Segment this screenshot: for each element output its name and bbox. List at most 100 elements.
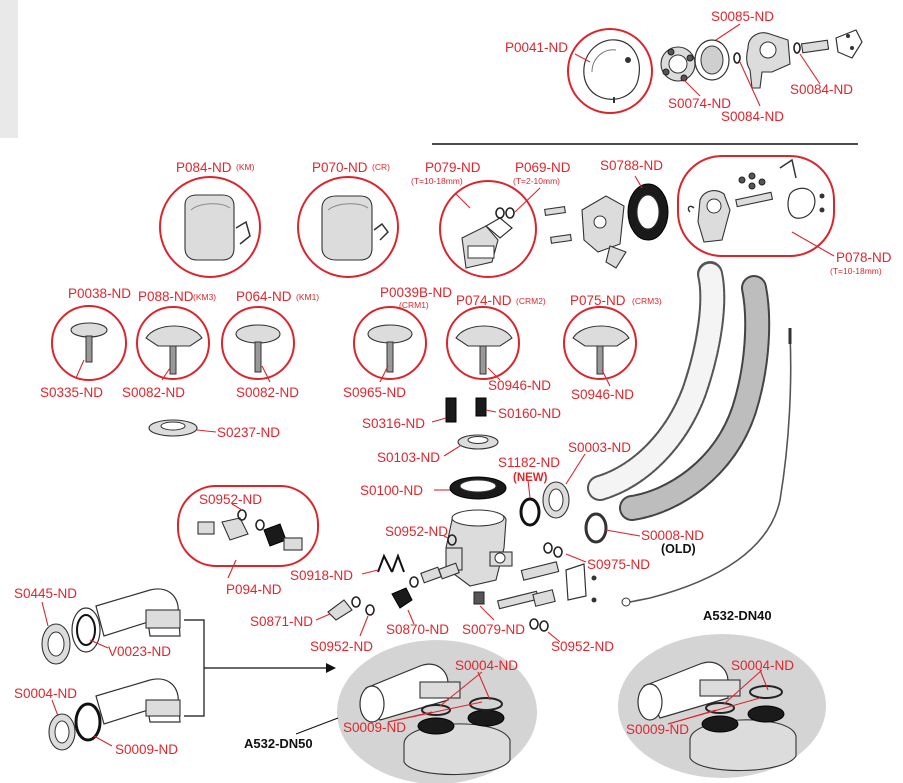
group-overflow-cover: P0041-ND S0085-ND S0074-ND S0084-ND S008… [505,9,863,124]
label-s0084-b: S0084-ND [790,82,853,97]
part-s0871 [327,599,353,621]
label-s0946-a: S0946-ND [488,378,551,393]
label-s0008: S0008-ND [641,528,704,543]
label-s0975: S0975-ND [587,557,650,572]
dn50-trap-base [403,723,511,776]
label-s0074: S0074-ND [668,96,731,111]
part-p078-body [697,190,731,243]
sidebar-panel [0,0,18,138]
part-overflow-body [746,32,791,89]
group-s0316-s0160: S0316-ND S0160-ND [362,397,561,431]
group-p074: P074-ND (CRM2) S0946-ND [446,293,551,393]
label-p074: P074-ND [456,293,512,308]
label-s0103: S0103-ND [377,450,440,465]
plug-p074 [455,325,513,347]
label-p075-sup: (CRM3) [632,296,662,306]
label-p074-sup: (CRM2) [516,296,546,306]
label-p088-sup: (KM3) [193,292,216,302]
group-p094: S0952-ND P094-ND [177,485,319,597]
label-p064: P064-ND [236,289,292,304]
group-right-parts: S0975-ND S0079-ND S0952-ND [462,542,650,654]
part-s0316 [445,397,457,423]
group-hoses [587,261,792,607]
group-s0103: S0103-ND [377,434,499,465]
ring-p074 [446,306,520,380]
cover-cap-shape [583,39,640,100]
group-connectors: S0870-ND S0871-ND S0952-ND [250,562,460,654]
part-s1182 [519,497,541,527]
label-s0237: S0237-ND [217,425,280,440]
group-a532-dn50: S0004-ND S0009-ND A532-DN50 [244,640,537,783]
part-s0918 [377,553,405,573]
bracket-arrow [184,619,336,717]
label-s0160: S0160-ND [498,406,561,421]
label-s0445: S0445-ND [14,586,77,601]
label-s0788: S0788-ND [600,158,663,173]
group-p0039b: P0039B-ND (CRM1) S0965-ND [343,285,452,400]
ring-p070 [297,176,399,278]
label-p079: P079-ND [425,160,481,175]
label-s0004-right: S0004-ND [731,658,794,673]
rosette-p070 [321,195,373,261]
group-p070: P070-ND (CR) [297,160,399,278]
label-s0009-right: S0009-ND [626,722,689,737]
label-p0039b: P0039B-ND [380,285,452,300]
label-s0952-box: S0952-ND [199,492,262,507]
label-p064-sup: (KM1) [296,292,319,302]
part-s0008 [584,512,608,544]
label-p069-sub: (T=2-10mm) [513,176,560,186]
label-s1182-new: (NEW) [513,472,548,484]
part-s0084 [800,39,830,54]
label-s0952-right: S0952-ND [551,639,614,654]
label-s0918: S0918-ND [290,568,353,583]
label-p0041: P0041-ND [505,40,568,55]
label-a532-dn50: A532-DN50 [244,736,313,751]
label-p079-sub: (T=10-18mm) [411,176,463,186]
label-s0084-a: S0084-ND [721,109,784,124]
label-s0870: S0870-ND [386,622,449,637]
label-p070: P070-ND [312,160,368,175]
label-p078-sub: (T=10-18mm) [830,266,882,276]
label-s0085: S0085-ND [711,9,774,24]
group-s0952-mid: S0952-ND S0918-ND [290,524,457,583]
group-p084: P084-ND (KM) [159,160,261,278]
group-p0038: P0038-ND S0335-ND [40,286,131,400]
group-p069-parts: S0788-ND [544,158,669,269]
label-s0965: S0965-ND [343,385,406,400]
label-s0946-b: S0946-ND [571,387,634,402]
group-p064: P064-ND (KM1) S0082-ND [221,289,319,400]
label-s0008-old: (OLD) [661,542,696,556]
label-s0003: S0003-ND [568,440,631,455]
label-s0100: S0100-ND [360,483,423,498]
label-s0335: S0335-ND [40,385,103,400]
part-s0870 [391,587,413,609]
group-p088: P088-ND (KM3) S0082-ND [122,289,216,400]
label-s0004-mid: S0004-ND [455,658,518,673]
label-p084: P084-ND [176,160,232,175]
ring-p0039b [353,306,427,380]
label-s0952-mid: S0952-ND [385,524,448,539]
label-s0009-mid: S0009-ND [343,720,406,735]
rosette-p084 [184,194,235,261]
label-s0952-bot: S0952-ND [310,639,373,654]
label-s0004-left: S0004-ND [14,686,77,701]
label-p0038: P0038-ND [68,286,131,301]
label-p069: P069-ND [515,160,571,175]
group-s0237: S0237-ND [148,419,280,440]
label-p070-sup: (CR) [372,162,390,172]
ring-p094 [177,485,319,567]
group-a532-dn40: S0004-ND S0009-ND A532-DN40 [618,608,826,778]
ring-p064 [221,306,295,380]
ring-p0041 [567,28,653,114]
label-p084-sup: (KM) [236,162,255,172]
label-s0082-a: S0082-ND [122,385,185,400]
label-s1182: S1182-ND [498,455,560,470]
ring-p0038 [51,305,127,381]
label-p094: P094-ND [226,582,282,597]
plug-p088 [145,325,203,347]
group-elbow-bottom: S0004-ND S0009-ND [14,678,181,757]
cable [629,333,792,603]
label-p078: P078-ND [836,250,892,265]
